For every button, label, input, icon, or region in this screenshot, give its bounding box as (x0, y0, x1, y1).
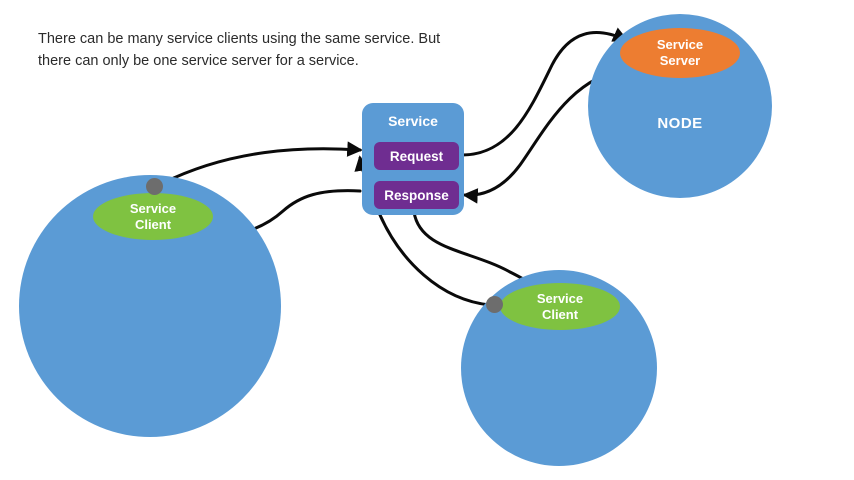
request-box[interactable]: Request (374, 142, 459, 170)
response-box[interactable]: Response (374, 181, 459, 209)
connection-dot-left[interactable] (146, 178, 163, 195)
service-client-bottom[interactable]: Service Client (500, 283, 620, 330)
service-title: Service (388, 113, 438, 129)
service-client-left-line2: Client (134, 216, 172, 232)
caption-text: There can be many service clients using … (38, 31, 441, 70)
service-box[interactable]: Service Request Response (362, 103, 464, 215)
service-client-left[interactable]: Service Client (93, 193, 213, 240)
edge-left-client-to-request (161, 141, 363, 185)
service-server[interactable]: Service Server (620, 28, 740, 78)
connection-dot-bottom[interactable] (486, 296, 503, 313)
service-client-left-line1: Service (129, 200, 177, 216)
node-left-label: NODE (19, 467, 281, 480)
service-server-line1: Service (656, 37, 704, 53)
service-server-line2: Server (659, 53, 701, 68)
service-client-bottom-line2: Client (541, 306, 579, 322)
node-topright-label: NODE (657, 115, 703, 132)
service-client-bottom-line1: Service (536, 290, 584, 306)
